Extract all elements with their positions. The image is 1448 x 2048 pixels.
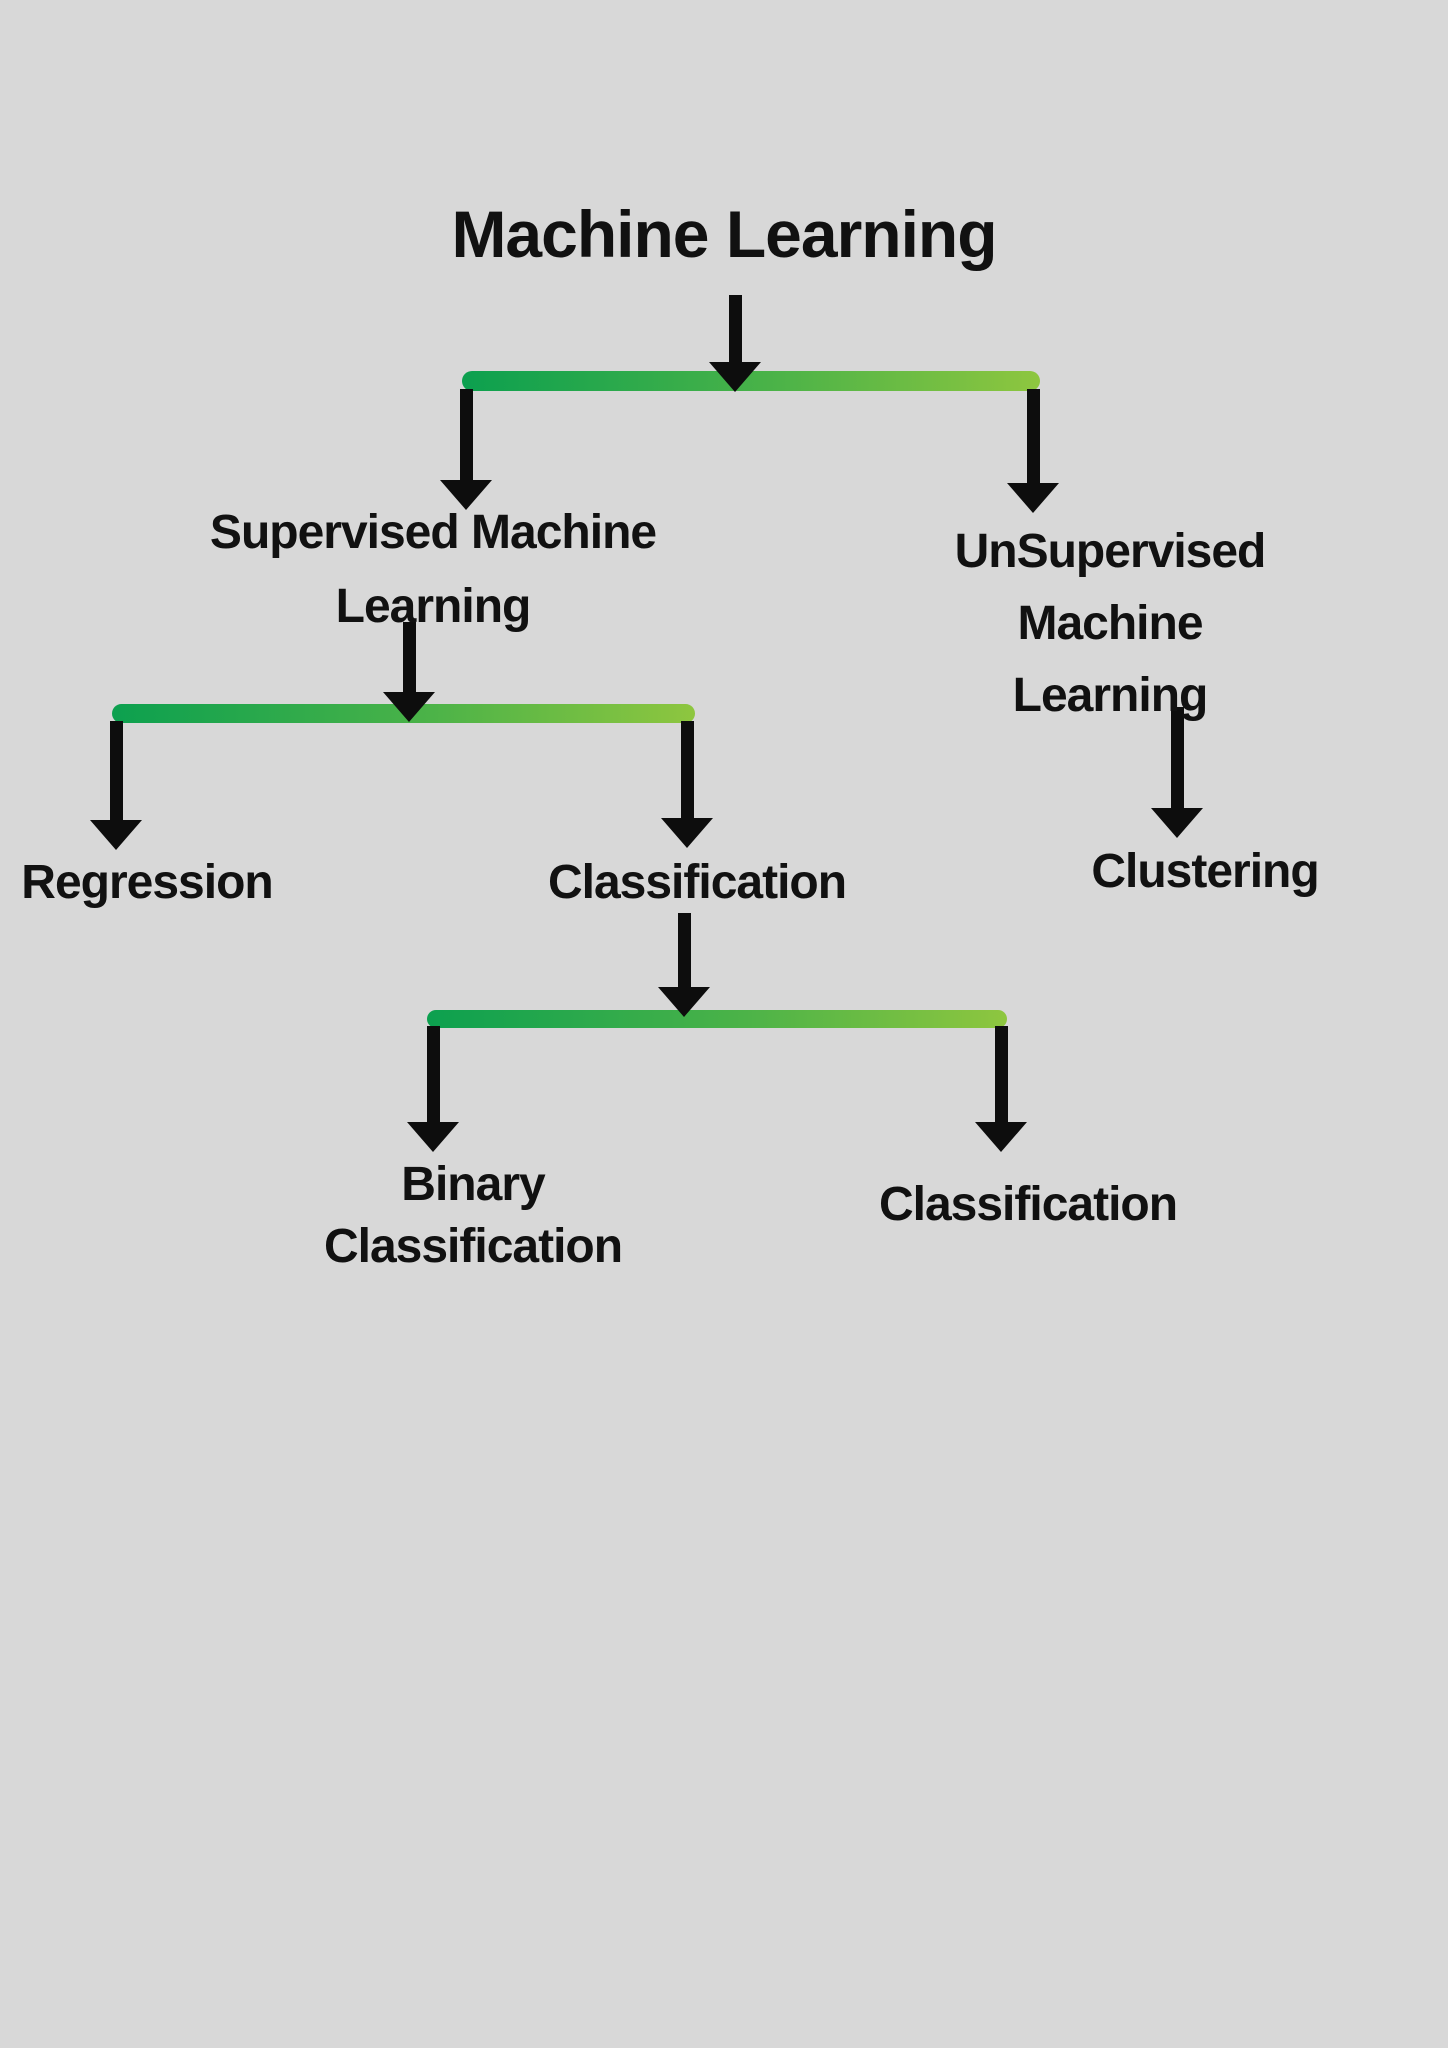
- node-regression: Regression: [21, 856, 273, 909]
- node-classification: Classification: [547, 856, 847, 909]
- arrow-supervised-to-split: [383, 622, 435, 722]
- arrow-shaft: [728, 295, 742, 362]
- arrow-head-icon: [1151, 808, 1203, 838]
- arrow-shaft: [426, 1026, 440, 1122]
- node-supervised-machine-learning: Supervised Machine Learning: [209, 506, 657, 633]
- arrow-shaft: [680, 721, 694, 818]
- node-classification-2: Classification: [878, 1178, 1178, 1231]
- arrow-split-to-classification: [661, 721, 713, 848]
- arrow-head-icon: [383, 692, 435, 722]
- arrow-shaft: [109, 721, 123, 820]
- arrow-head-icon: [975, 1122, 1027, 1152]
- node-binary-classification: Binary Classification: [323, 1158, 623, 1273]
- arrow-split-to-classification2: [975, 1026, 1027, 1152]
- page-title: Machine Learning: [451, 197, 997, 271]
- arrow-head-icon: [1007, 483, 1059, 513]
- arrow-head-icon: [709, 362, 761, 392]
- split-bar-classification: [427, 1010, 1007, 1028]
- arrow-shaft: [1170, 707, 1184, 808]
- arrow-shaft: [1026, 389, 1040, 483]
- arrow-split-to-regression: [90, 721, 142, 850]
- node-unsupervised-machine-learning: UnSupervised Machine Learning: [954, 525, 1267, 722]
- arrow-head-icon: [658, 987, 710, 1017]
- arrow-split-to-binary-classification: [407, 1026, 459, 1152]
- arrow-split-to-unsupervised: [1007, 389, 1059, 513]
- arrow-classification-to-split: [658, 913, 710, 1017]
- arrow-head-icon: [90, 820, 142, 850]
- node-clustering: Clustering: [1091, 845, 1319, 898]
- arrow-shaft: [994, 1026, 1008, 1122]
- arrow-shaft: [459, 389, 473, 480]
- arrow-shaft: [402, 622, 416, 692]
- arrow-title-to-split: [709, 295, 761, 392]
- arrow-split-to-supervised: [440, 389, 492, 510]
- arrow-head-icon: [440, 480, 492, 510]
- arrow-head-icon: [407, 1122, 459, 1152]
- arrow-unsupervised-to-clustering: [1151, 707, 1203, 838]
- arrow-head-icon: [661, 818, 713, 848]
- arrow-shaft: [677, 913, 691, 987]
